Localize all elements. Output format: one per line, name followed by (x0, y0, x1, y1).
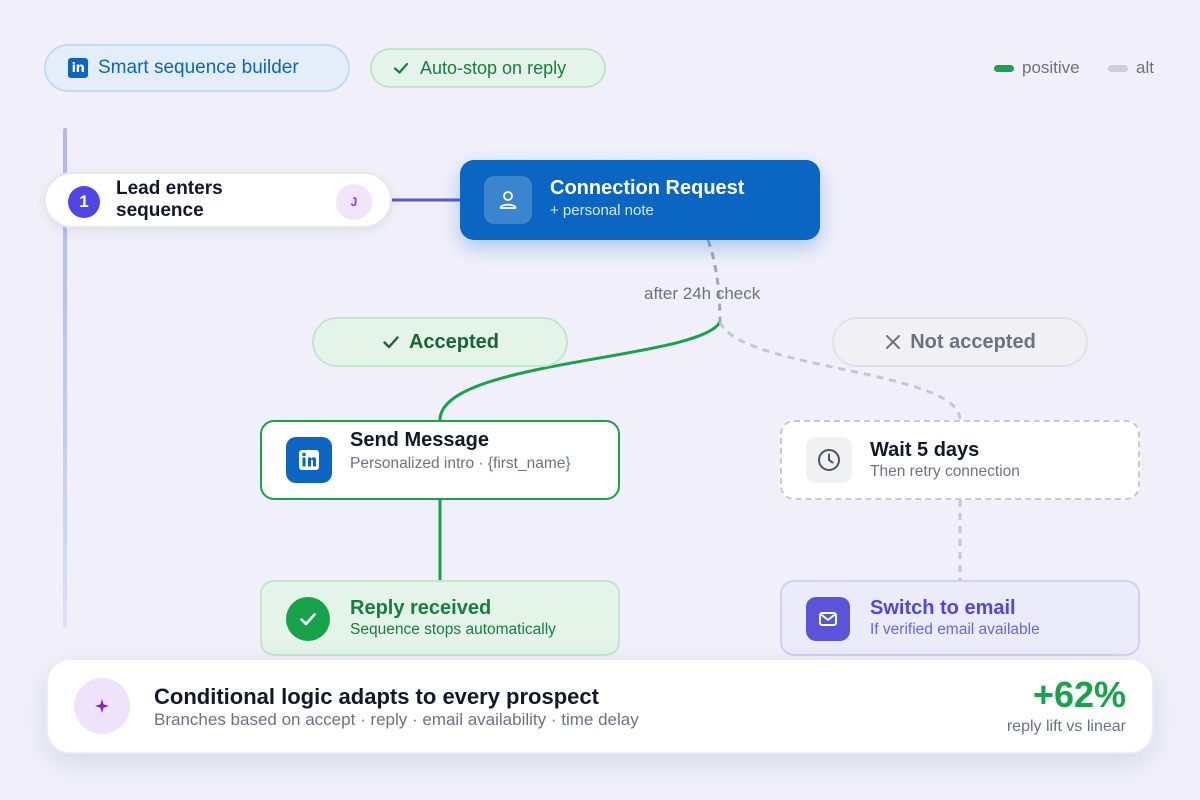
builder-pill-label: Smart sequence builder (98, 57, 299, 78)
legend-alt: alt (1108, 58, 1154, 78)
connection-request-subtitle: + personal note (550, 202, 654, 219)
mail-icon (806, 597, 850, 641)
lead-label: Lead enters sequence (116, 178, 223, 221)
connection-request-node[interactable]: Connection Request + personal note (460, 160, 820, 240)
lead-entry-card[interactable]: 1 Lead enters sequence J (44, 172, 392, 228)
request-to-check-connector (706, 239, 722, 323)
auto-stop-pill[interactable]: Auto-stop on reply (370, 48, 606, 88)
send-message-node[interactable]: Send Message Personalized intro · {first… (260, 420, 620, 500)
reply-lift-stat: +62% (1032, 674, 1126, 715)
timeline-rail (63, 128, 67, 628)
person-icon (484, 176, 532, 224)
linkedin-icon (286, 437, 332, 483)
legend-positive: positive (994, 58, 1080, 78)
linkedin-icon: in (68, 58, 88, 78)
wait-subtitle: Then retry connection (870, 463, 1020, 480)
wait-title: Wait 5 days (870, 439, 980, 461)
reply-received-node[interactable]: Reply received Sequence stops automatica… (260, 580, 620, 656)
accepted-label: Accepted (408, 330, 500, 353)
email-subtitle: If verified email available (870, 621, 1040, 638)
email-title: Switch to email (870, 597, 1016, 619)
check-circle-icon (286, 597, 330, 641)
send-message-subtitle: Personalized intro · {first_name} (350, 455, 571, 472)
send-message-title: Send Message (350, 429, 489, 451)
legend-label-positive: positive (1022, 58, 1080, 77)
clock-icon (806, 437, 852, 483)
sparkle-icon (74, 678, 130, 734)
not-accepted-branch-badge[interactable]: Not accepted (832, 317, 1088, 367)
connection-request-title: Connection Request (550, 177, 745, 199)
close-icon (886, 335, 901, 349)
reply-title: Reply received (350, 597, 492, 619)
reply-subtitle: Sequence stops automatically (350, 621, 556, 638)
builder-pill[interactable]: in Smart sequence builder (44, 44, 350, 92)
summary-subtitle: Branches based on accept · reply · email… (154, 710, 639, 729)
check-icon (383, 336, 399, 349)
not-accepted-label: Not accepted (910, 330, 1036, 353)
check-icon (393, 62, 409, 74)
legend-swatch-alt (1108, 64, 1128, 72)
step-number-badge: 1 (68, 186, 100, 218)
legend-label-alt: alt (1136, 58, 1154, 77)
accepted-branch-badge[interactable]: Accepted (312, 317, 568, 367)
switch-to-email-node[interactable]: Switch to email If verified email availa… (780, 580, 1140, 656)
check-delay-label: after 24h check (644, 284, 761, 303)
summary-title: Conditional logic adapts to every prospe… (154, 684, 599, 709)
reply-lift-label: reply lift vs linear (1006, 718, 1126, 735)
summary-card: Conditional logic adapts to every prospe… (46, 658, 1154, 754)
not-accepted-path (718, 321, 962, 421)
auto-stop-label: Auto-stop on reply (420, 57, 567, 78)
accepted-path (438, 321, 722, 421)
wait-node[interactable]: Wait 5 days Then retry connection (780, 420, 1140, 500)
avatar: J (336, 184, 372, 220)
legend-swatch-positive (994, 64, 1014, 72)
